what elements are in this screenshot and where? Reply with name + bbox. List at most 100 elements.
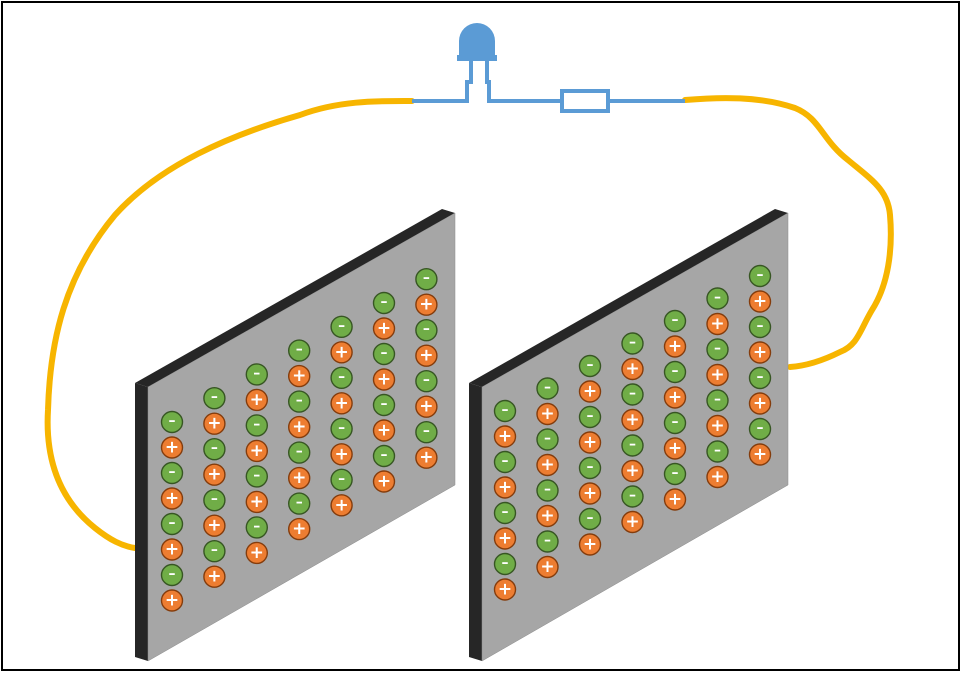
positive-charge: + [203, 463, 226, 486]
positive-charge: + [160, 436, 184, 459]
positive-charge: + [330, 443, 353, 466]
plus-icon [706, 363, 729, 387]
negative-charge: – [706, 338, 729, 361]
minus-icon [493, 552, 517, 576]
minus-icon [578, 456, 602, 480]
negative-charge: – [536, 428, 559, 451]
minus-icon [415, 319, 438, 342]
negative-charge: – [706, 287, 729, 310]
negative-charge: – [288, 492, 311, 515]
plus-icon [288, 364, 311, 388]
negative-charge: – [663, 411, 687, 435]
minus-icon [160, 563, 184, 587]
positive-charge: + [578, 533, 602, 556]
plate-right-top-edge [469, 209, 788, 387]
negative-charge: – [621, 434, 644, 457]
negative-charge: – [160, 461, 184, 485]
negative-charge: – [706, 389, 729, 412]
minus-icon [493, 450, 517, 474]
positive-charge: + [578, 431, 602, 454]
positive-charge: + [245, 541, 268, 565]
positive-charge: + [415, 293, 438, 316]
negative-charge: – [288, 390, 311, 413]
minus-icon [245, 516, 268, 539]
negative-charge: – [578, 405, 602, 429]
positive-charge: + [621, 510, 644, 534]
plus-icon [706, 312, 729, 336]
positive-charge: + [415, 395, 438, 418]
minus-icon [663, 309, 687, 333]
positive-charge: + [706, 414, 729, 438]
positive-charge: + [330, 392, 353, 415]
negative-charge: – [160, 512, 184, 536]
positive-charge: + [372, 317, 396, 340]
positive-charge: + [160, 589, 184, 612]
minus-icon [415, 421, 438, 444]
minus-icon [160, 410, 184, 434]
minus-icon [415, 268, 438, 291]
minus-icon [748, 366, 772, 390]
wire-right [682, 95, 894, 370]
plus-icon [415, 344, 438, 367]
positive-charge: + [160, 487, 184, 510]
positive-charge: + [663, 335, 687, 358]
negative-charge: – [493, 399, 517, 423]
plus-icon [536, 402, 559, 426]
plus-icon [372, 470, 396, 493]
plus-icon [493, 578, 517, 601]
minus-icon [245, 465, 268, 488]
plus-icon [330, 443, 353, 466]
plus-icon [288, 415, 311, 439]
negative-charge: – [748, 315, 772, 339]
plus-icon [415, 293, 438, 316]
plus-icon [245, 388, 268, 412]
negative-charge: – [621, 485, 644, 508]
plus-icon [536, 555, 559, 579]
positive-charge: + [621, 459, 644, 483]
plus-icon [748, 290, 772, 313]
positive-charge: + [663, 386, 687, 409]
plus-icon [415, 446, 438, 469]
plate-left-top-edge [135, 209, 455, 387]
plus-icon [663, 335, 687, 358]
positive-charge: + [536, 453, 559, 477]
positive-charge: + [245, 439, 268, 463]
minus-icon [288, 390, 311, 413]
minus-icon [621, 332, 644, 355]
negative-charge: – [372, 444, 396, 468]
negative-charge: – [493, 552, 517, 576]
positive-charge: + [160, 538, 184, 561]
positive-charge: + [288, 466, 311, 490]
positive-charge: + [493, 527, 517, 550]
plus-icon [748, 392, 772, 415]
minus-icon [330, 366, 353, 389]
positive-charge: + [748, 443, 772, 466]
plus-icon [160, 538, 184, 561]
minus-icon [245, 363, 268, 386]
positive-charge: + [493, 578, 517, 601]
plus-icon [663, 386, 687, 409]
minus-icon [288, 339, 311, 362]
positive-charge: + [748, 392, 772, 415]
minus-icon [706, 287, 729, 310]
negative-charge: – [203, 387, 226, 410]
negative-charge: – [621, 383, 644, 406]
positive-charge: + [245, 490, 268, 514]
plus-icon [578, 482, 602, 505]
negative-charge: – [578, 456, 602, 480]
negative-charge: – [160, 410, 184, 434]
plus-icon [372, 317, 396, 340]
positive-charge: + [372, 470, 396, 493]
plus-icon [288, 517, 311, 541]
positive-charge: + [203, 412, 226, 435]
plus-icon [578, 431, 602, 454]
positive-charge: + [536, 504, 559, 528]
negative-charge: – [706, 440, 729, 463]
minus-icon [748, 264, 772, 288]
negative-charge: – [536, 479, 559, 502]
negative-charge: – [203, 489, 226, 512]
positive-charge: + [245, 388, 268, 412]
plus-icon [372, 368, 396, 391]
negative-charge: – [372, 342, 396, 366]
plus-icon [372, 419, 396, 442]
